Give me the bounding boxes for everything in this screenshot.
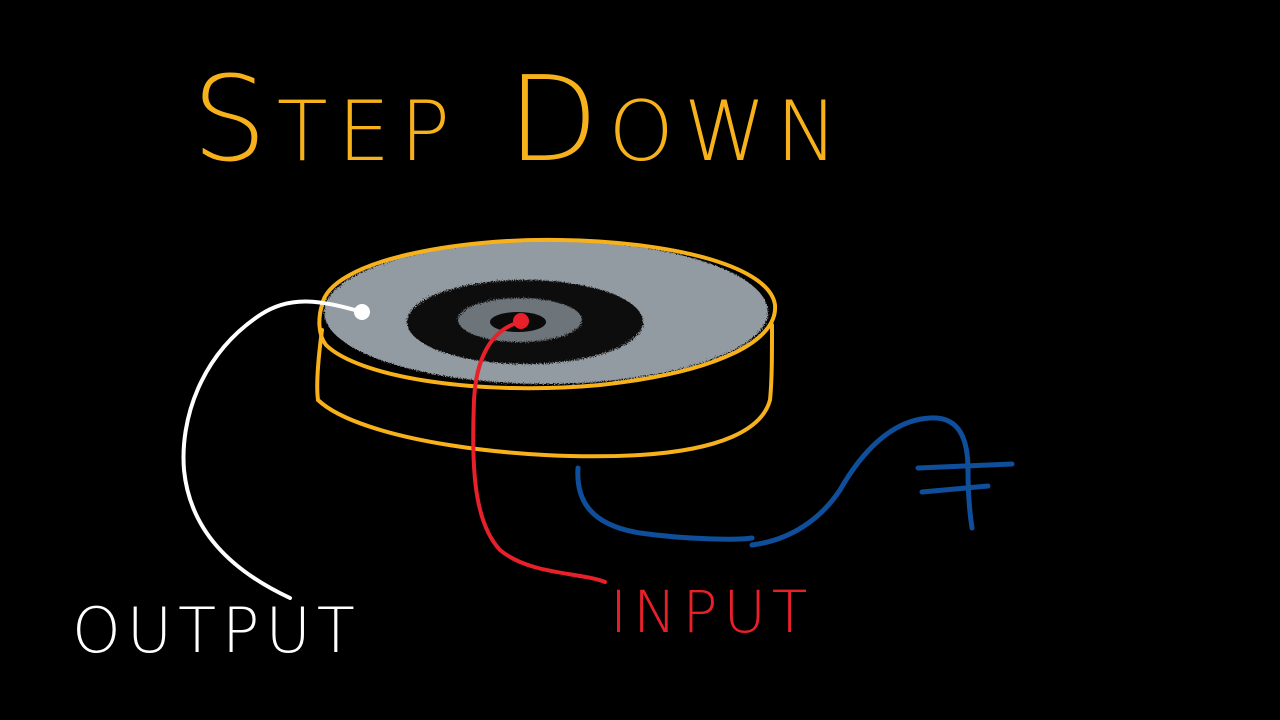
coil-side [315,323,774,459]
input-terminal [513,313,529,329]
title-text: Step Down [192,50,848,188]
coil-top-outline [317,237,778,391]
output-wire [181,299,370,600]
coil [315,237,778,459]
ground-wire [575,415,975,548]
output-label: OUTPUT [72,594,361,667]
input-label: INPUT [610,578,813,646]
ground-symbol-icon [915,461,1015,495]
output-terminal [354,304,370,320]
input-wire [471,313,607,584]
